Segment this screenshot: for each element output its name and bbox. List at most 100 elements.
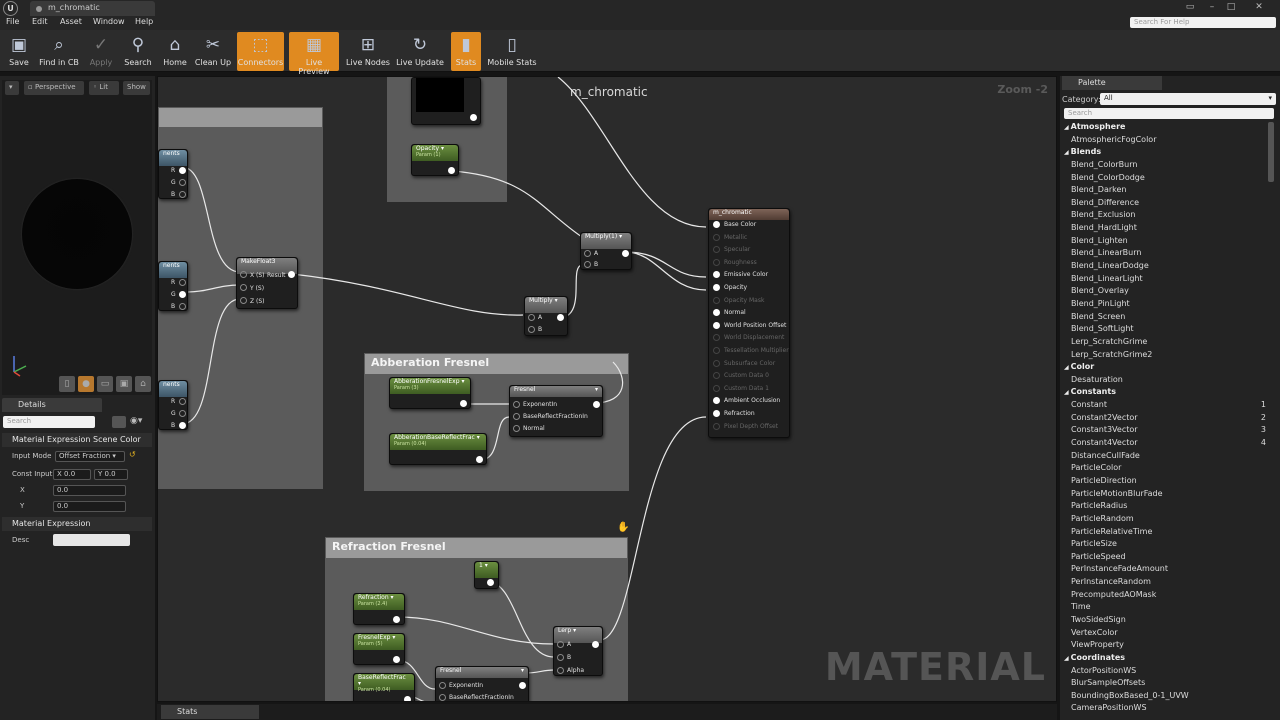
result-pin[interactable] bbox=[713, 410, 720, 417]
result-pin[interactable] bbox=[713, 284, 720, 291]
live-nodes-button[interactable]: ⊞Live Nodes bbox=[346, 35, 390, 67]
palette-item[interactable]: ParticleRelativeTime bbox=[1062, 526, 1268, 539]
palette-scrollbar[interactable] bbox=[1268, 122, 1274, 182]
lerp-b-pin[interactable] bbox=[557, 654, 564, 661]
lerp-alpha-pin[interactable] bbox=[557, 667, 564, 674]
opacity-param-output-pin[interactable] bbox=[448, 167, 455, 174]
connectors-button[interactable]: ⬚Connectors bbox=[237, 32, 284, 71]
viewport-options-button[interactable]: ▾ bbox=[5, 81, 19, 95]
palette-item[interactable]: BlurSampleOffsets bbox=[1062, 677, 1268, 690]
reset-icon[interactable]: ↺ bbox=[129, 450, 136, 459]
perspective-button[interactable]: ▫ Perspective bbox=[24, 81, 84, 95]
search-button[interactable]: ⚲Search bbox=[124, 35, 152, 67]
palette-item[interactable]: DistanceCullFade bbox=[1062, 450, 1268, 463]
multiply1-b-pin[interactable] bbox=[584, 261, 591, 268]
constant-1-output-pin[interactable] bbox=[487, 579, 494, 586]
palette-item[interactable]: ActorPositionWS bbox=[1062, 665, 1268, 678]
fresnel-1-base-reflect-pin[interactable] bbox=[513, 413, 520, 420]
palette-category[interactable]: ◢Constants bbox=[1062, 386, 1268, 399]
texture-node-1[interactable]: nents R G B bbox=[158, 149, 188, 199]
result-pin[interactable] bbox=[713, 359, 720, 367]
fresnel-1-normal-pin[interactable] bbox=[513, 425, 520, 432]
palette-category[interactable]: ◢Color bbox=[1062, 361, 1268, 374]
close-icon[interactable]: ✕ bbox=[1255, 2, 1263, 12]
palette-item[interactable]: Blend_PinLight bbox=[1062, 298, 1268, 311]
result-pin[interactable] bbox=[713, 422, 720, 430]
palette-item[interactable]: TwoSidedSign bbox=[1062, 614, 1268, 627]
palette-item[interactable]: VertexColor bbox=[1062, 627, 1268, 640]
result-pin[interactable] bbox=[713, 384, 720, 392]
multiply-output-pin[interactable] bbox=[557, 314, 564, 321]
abberation-base-reflect-output-pin[interactable] bbox=[476, 456, 483, 463]
fresnel-1-output-pin[interactable] bbox=[593, 401, 600, 408]
fresnel-2-output-pin[interactable] bbox=[519, 682, 526, 689]
result-pin[interactable] bbox=[713, 271, 720, 279]
palette-category[interactable]: ◢Coordinates bbox=[1062, 652, 1268, 665]
texture-node-3-r-pin[interactable] bbox=[179, 398, 186, 405]
palette-item[interactable]: PrecomputedAOMask bbox=[1062, 589, 1268, 602]
texture-node-1-r-pin[interactable] bbox=[179, 167, 186, 174]
multiply1-output-pin[interactable] bbox=[622, 250, 629, 257]
palette-item[interactable]: Blend_ColorDodge bbox=[1062, 172, 1268, 185]
apply-button[interactable]: ✓Apply bbox=[89, 35, 113, 67]
multiply-b-pin[interactable] bbox=[528, 326, 535, 333]
stats-tab[interactable]: Stats bbox=[161, 705, 259, 719]
palette-item[interactable]: Blend_HardLight bbox=[1062, 222, 1268, 235]
texture-node-1-g-pin[interactable] bbox=[179, 179, 186, 186]
texture-node-2-g-pin[interactable] bbox=[179, 291, 186, 298]
palette-search-input[interactable]: Search bbox=[1064, 108, 1274, 119]
abberation-fresnel-exp-node[interactable]: AbberationFresnelExp ▾Param (3) bbox=[389, 377, 471, 409]
fresnel-node-1[interactable]: Fresnel▾ ExponentIn BaseReflectFractionI… bbox=[509, 385, 603, 437]
makefloat3-y-pin[interactable] bbox=[240, 284, 247, 291]
result-pin[interactable] bbox=[713, 321, 720, 329]
multiply1-a-pin[interactable] bbox=[584, 250, 591, 257]
palette-item[interactable]: BoundingBoxBased_0-1_UVW bbox=[1062, 690, 1268, 703]
texture-node-2[interactable]: nents R G B bbox=[158, 261, 188, 311]
menu-asset[interactable]: Asset bbox=[60, 17, 82, 26]
fresnel-node-2[interactable]: Fresnel▾ ExponentIn BaseReflectFractionI… bbox=[435, 666, 529, 701]
menu-edit[interactable]: Edit bbox=[32, 17, 48, 26]
show-button[interactable]: Show bbox=[123, 81, 150, 95]
const-input-y-field[interactable]: Y 0.0 bbox=[94, 469, 128, 480]
fresnel-exp-param-node[interactable]: FresnelExp ▾Param (5) bbox=[353, 633, 405, 665]
section-material-expression[interactable]: Material Expression bbox=[2, 517, 152, 531]
palette-item[interactable]: ParticleRandom bbox=[1062, 513, 1268, 526]
result-pin[interactable] bbox=[713, 334, 720, 342]
palette-item[interactable]: Blend_Exclusion bbox=[1062, 209, 1268, 222]
cylinder-preview-icon[interactable]: ▯ bbox=[59, 376, 75, 392]
notification-icon[interactable]: ▭ bbox=[1185, 2, 1195, 12]
result-pin[interactable] bbox=[713, 233, 720, 241]
abberation-base-reflect-node[interactable]: AbberationBaseReflectFrac ▾Param (0.04) bbox=[389, 433, 487, 465]
palette-item[interactable]: ParticleMotionBlurFade bbox=[1062, 488, 1268, 501]
eye-icon[interactable]: ◉▾ bbox=[130, 416, 143, 426]
cube-preview-icon[interactable]: ▣ bbox=[116, 376, 132, 392]
palette-item[interactable]: PerInstanceFadeAmount bbox=[1062, 563, 1268, 576]
result-pin[interactable] bbox=[713, 246, 720, 254]
result-pin[interactable] bbox=[713, 309, 720, 317]
preview-node[interactable] bbox=[411, 77, 481, 125]
opacity-param-node[interactable]: Opacity ▾Param (1) bbox=[411, 144, 459, 176]
find-in-cb-button[interactable]: ⌕Find in CB bbox=[39, 35, 79, 67]
result-pin[interactable] bbox=[713, 258, 720, 266]
section-scene-color[interactable]: Material Expression Scene Color bbox=[2, 433, 152, 447]
constant-1-node[interactable]: 1 ▾ bbox=[474, 561, 499, 589]
texture-node-3-g-pin[interactable] bbox=[179, 410, 186, 417]
palette-item[interactable]: ParticleDirection bbox=[1062, 475, 1268, 488]
asset-tab[interactable]: m_chromatic bbox=[30, 1, 155, 16]
grid-view-icon[interactable] bbox=[112, 416, 126, 428]
y-field[interactable]: 0.0 bbox=[53, 501, 126, 512]
palette-item[interactable]: Lerp_ScratchGrime bbox=[1062, 336, 1268, 349]
palette-item[interactable]: Time bbox=[1062, 601, 1268, 614]
sphere-preview-icon[interactable]: ● bbox=[78, 376, 94, 392]
texture-node-3[interactable]: nents R G B bbox=[158, 380, 188, 430]
palette-item[interactable]: Blend_Darken bbox=[1062, 184, 1268, 197]
multiply1-node[interactable]: Multiply(1) ▾ A B bbox=[580, 232, 632, 270]
palette-category-dropdown[interactable]: All▾ bbox=[1100, 93, 1276, 105]
texture-node-2-b-pin[interactable] bbox=[179, 303, 186, 310]
minimize-icon[interactable]: – bbox=[1209, 2, 1215, 12]
texture-node-1-b-pin[interactable] bbox=[179, 191, 186, 198]
palette-item[interactable]: Blend_LinearLight bbox=[1062, 273, 1268, 286]
